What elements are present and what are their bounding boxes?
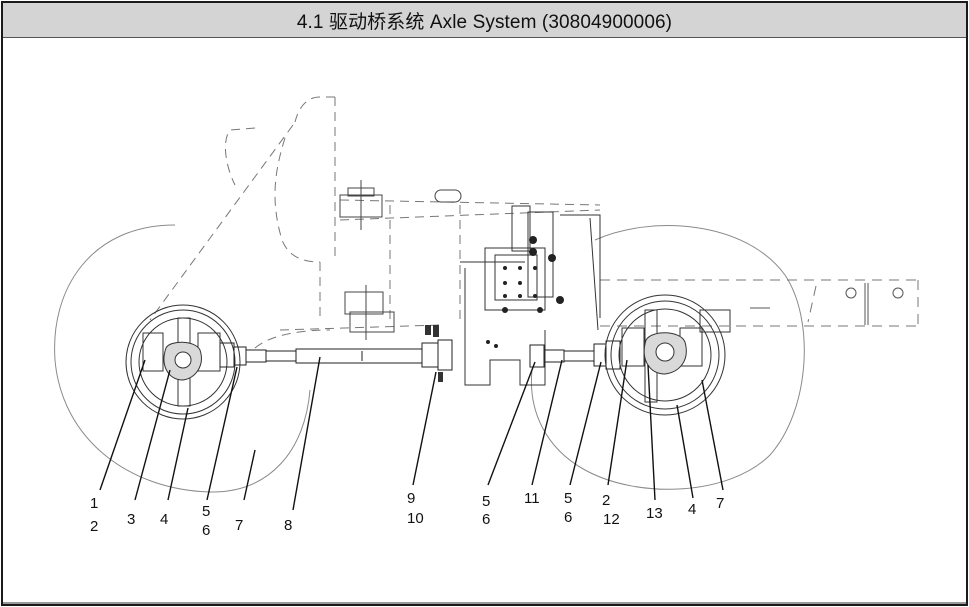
leader-5-6 [206, 366, 238, 501]
leader-8 [292, 356, 321, 511]
leader-4b [676, 404, 694, 499]
leader-13 [647, 364, 656, 501]
rear-drive-shaft [529, 340, 621, 370]
leader-2-12 [607, 359, 628, 486]
callout-11: 11 [524, 490, 540, 507]
leader-1-2 [99, 359, 146, 491]
rear-tire-outline [530, 225, 805, 490]
leader-7b [701, 379, 724, 491]
parking-brake [425, 325, 443, 382]
callout-12: 12 [603, 511, 620, 528]
callout-6: 6 [202, 522, 210, 539]
callout-6b: 6 [482, 511, 490, 528]
callout-labels: 1 2 3 4 5 6 7 8 9 10 5 6 11 5 6 2 12 13 … [90, 490, 724, 539]
callout-2: 2 [90, 518, 98, 535]
callout-4: 4 [160, 511, 168, 528]
transmission-bolts [486, 236, 564, 348]
cab-dashed-outline [149, 96, 601, 349]
leader-5-6c [569, 361, 602, 486]
title-bar: 4.1 驱动桥系统 Axle System (30804900006) [3, 3, 966, 38]
page-title: 4.1 驱动桥系统 Axle System (30804900006) [296, 11, 673, 33]
leader-4 [167, 407, 189, 501]
transmission-housing [460, 205, 601, 386]
leader-11 [531, 359, 563, 486]
steering-valve-lower [344, 285, 395, 340]
callout-2b: 2 [602, 492, 610, 509]
callout-6c: 6 [564, 509, 572, 526]
leader-3 [134, 369, 171, 501]
callout-8: 8 [284, 517, 292, 534]
callout-9: 9 [407, 490, 415, 507]
front-drive-shaft [265, 339, 453, 371]
callout-3: 3 [127, 511, 135, 528]
callout-7b: 7 [716, 495, 724, 512]
front-axle-housing [125, 304, 241, 420]
rear-axle-tube-section [643, 332, 687, 375]
rear-frame-holes [750, 283, 904, 325]
front-axle-tube-section [163, 341, 202, 381]
callout-5c: 5 [564, 490, 572, 507]
callout-5b: 5 [482, 493, 490, 510]
callout-5: 5 [202, 503, 210, 520]
leader-lines [99, 356, 724, 511]
callout-7: 7 [235, 517, 243, 534]
leader-9-10 [412, 371, 437, 486]
callout-1: 1 [90, 495, 98, 512]
front-tire-outline [54, 224, 311, 493]
leader-7 [243, 449, 256, 501]
callout-13: 13 [646, 505, 663, 522]
rear-frame-dashed [600, 279, 919, 327]
callout-10: 10 [407, 510, 424, 527]
leader-5-6b [487, 361, 536, 486]
callout-4b: 4 [688, 501, 696, 518]
steering-valve-upper [339, 180, 462, 230]
